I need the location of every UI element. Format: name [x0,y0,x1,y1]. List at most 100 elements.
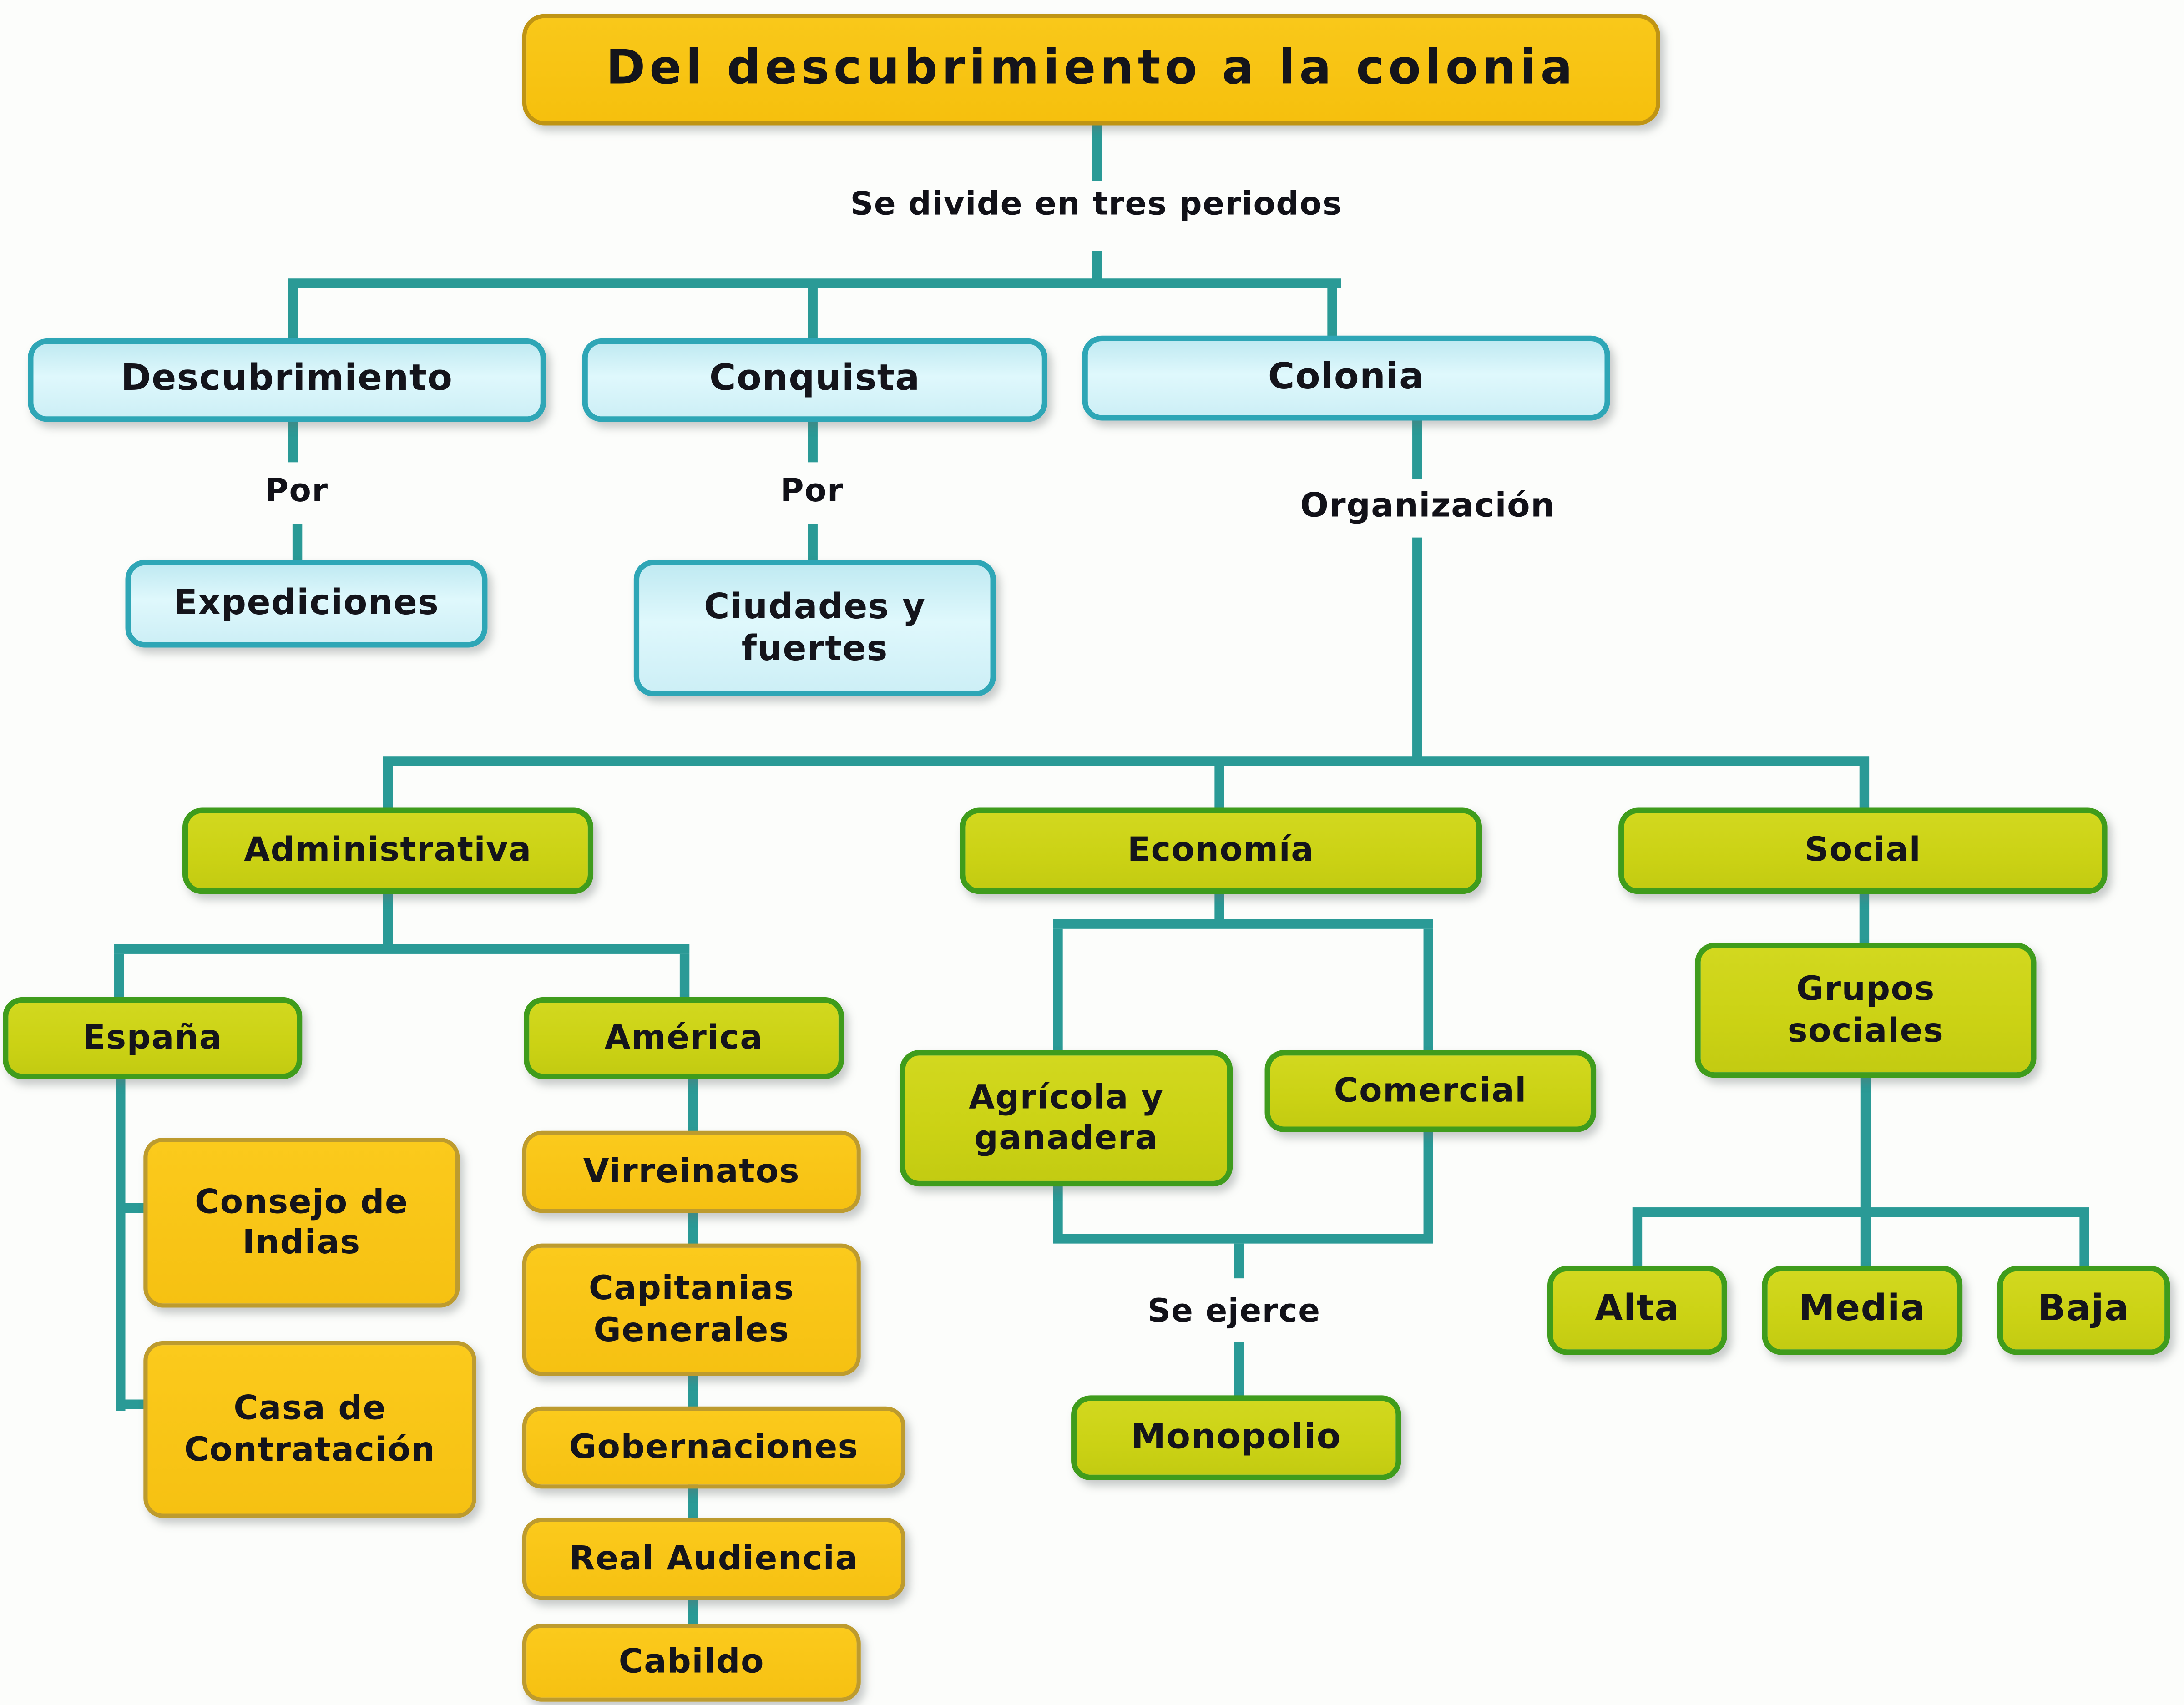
connector-bar [1053,1234,1433,1244]
connector-line [688,1076,698,1134]
node-ciudades-y-fuertes: Ciudades y fuertes [633,560,996,696]
node-label: Descubrimiento [121,358,453,400]
node-conquista: Conquista [582,338,1048,422]
node-espana: España [3,997,303,1079]
connector-bar [288,278,1341,288]
node-label: Del descubrimiento a la colonia [606,40,1577,97]
node-casa-de-contratacion: Casa de Contratación [143,1341,476,1518]
node-label: Economía [1127,830,1314,870]
connector-line [1860,1075,1871,1211]
node-label: Comercial [1334,1070,1527,1110]
edge-label-se-ejerce: Se ejerce [1095,1284,1373,1339]
node-gobernaciones: Gobernaciones [522,1406,905,1489]
node-label: Capitanias Generales [588,1269,794,1349]
node-label: Expediciones [173,582,440,623]
node-label: Consejo de Indias [195,1182,409,1262]
node-consejo-de-indias: Consejo de Indias [143,1138,460,1308]
connector-line [292,524,303,563]
connector-line [688,1209,698,1246]
connector-line [1412,418,1422,479]
connector-line [688,1373,698,1409]
connector-line [1859,766,1870,811]
connector-bar [383,756,1870,766]
edge-label-text: Por [780,473,844,510]
connector-line [288,418,298,463]
connector-line [808,418,818,463]
node-colonia: Colonia [1082,335,1610,421]
connector-line [1234,1243,1244,1279]
node-capitanias-generales: Capitanias Generales [522,1243,861,1376]
edge-label-por-1: Por [227,465,366,518]
node-label: Colonia [1268,356,1425,398]
node-monopolio: Monopolio [1071,1395,1401,1481]
node-agricola-y-ganadera: Agrícola y ganadera [900,1050,1233,1187]
node-administrativa: Administrativa [182,807,594,894]
node-descubrimiento: Descubrimiento [28,338,546,422]
node-label: Ciudades y fuertes [704,585,926,669]
node-alta: Alta [1547,1266,1727,1355]
connector-line [679,953,690,1003]
connector-line [2079,1217,2089,1269]
node-label: Agrícola y ganadera [969,1077,1164,1157]
node-virreinatos: Virreinatos [522,1130,861,1213]
edge-label-divide: Se divide en tres periodos [748,181,1445,228]
node-media: Media [1762,1266,1963,1355]
connector-stub [120,1203,148,1213]
connector-line [1214,888,1224,925]
connector-line [1214,766,1224,811]
connector-line [383,888,393,947]
node-grupos-sociales: Grupos sociales [1695,943,2037,1078]
connector-line [288,288,298,341]
connector-bar [114,944,690,954]
node-label: América [604,1018,763,1057]
node-expediciones: Expediciones [125,560,488,648]
node-comercial: Comercial [1264,1050,1597,1132]
connector-line [1859,888,1870,946]
node-label: Casa de Contratación [184,1388,436,1469]
node-label: Administrativa [244,830,532,870]
node-label: Virreinatos [583,1151,800,1190]
node-label: Conquista [709,358,920,400]
connector-line [1092,251,1102,282]
node-title: Del descubrimiento a la colonia [522,14,1660,126]
connector-line [1053,1184,1063,1237]
connector-line [1327,288,1337,341]
connector-line [808,524,818,563]
connector-stub [120,1399,148,1409]
connector-line [1423,1128,1433,1237]
node-baja: Baja [1997,1266,2170,1355]
node-label: España [82,1018,222,1057]
connector-line [1412,537,1422,761]
connector-line [1092,125,1102,181]
connector-bar [1632,1207,2089,1217]
node-america: América [524,997,844,1079]
connector-line [688,1596,698,1627]
node-economia: Economía [960,807,1482,894]
connector-line [116,1076,126,1411]
connector-line [383,766,393,811]
node-label: Grupos sociales [1787,969,1944,1049]
node-social: Social [1618,807,2108,894]
connector-line [1053,928,1063,1053]
connector-line [688,1484,698,1521]
node-label: Cabildo [618,1642,764,1681]
node-label: Baja [2037,1288,2130,1330]
node-label: Monopolio [1131,1417,1341,1457]
node-label: Media [1799,1288,1926,1330]
edge-label-por-2: Por [743,465,882,518]
node-real-audiencia: Real Audiencia [522,1518,905,1600]
node-cabildo: Cabildo [522,1624,861,1702]
node-label: Gobernaciones [569,1427,859,1467]
edge-label-organizacion: Organización [1254,476,1602,535]
connector-line [114,953,124,1003]
connector-line [1423,928,1433,1053]
connector-line [1234,1342,1244,1398]
edge-label-text: Se divide en tres periodos [850,187,1342,223]
edge-label-text: Se ejerce [1147,1293,1321,1330]
connector-line [1860,1217,1871,1269]
node-label: Alta [1595,1288,1680,1330]
connector-bar [1053,919,1433,929]
edge-label-text: Organización [1300,486,1556,525]
connector-line [808,288,818,341]
